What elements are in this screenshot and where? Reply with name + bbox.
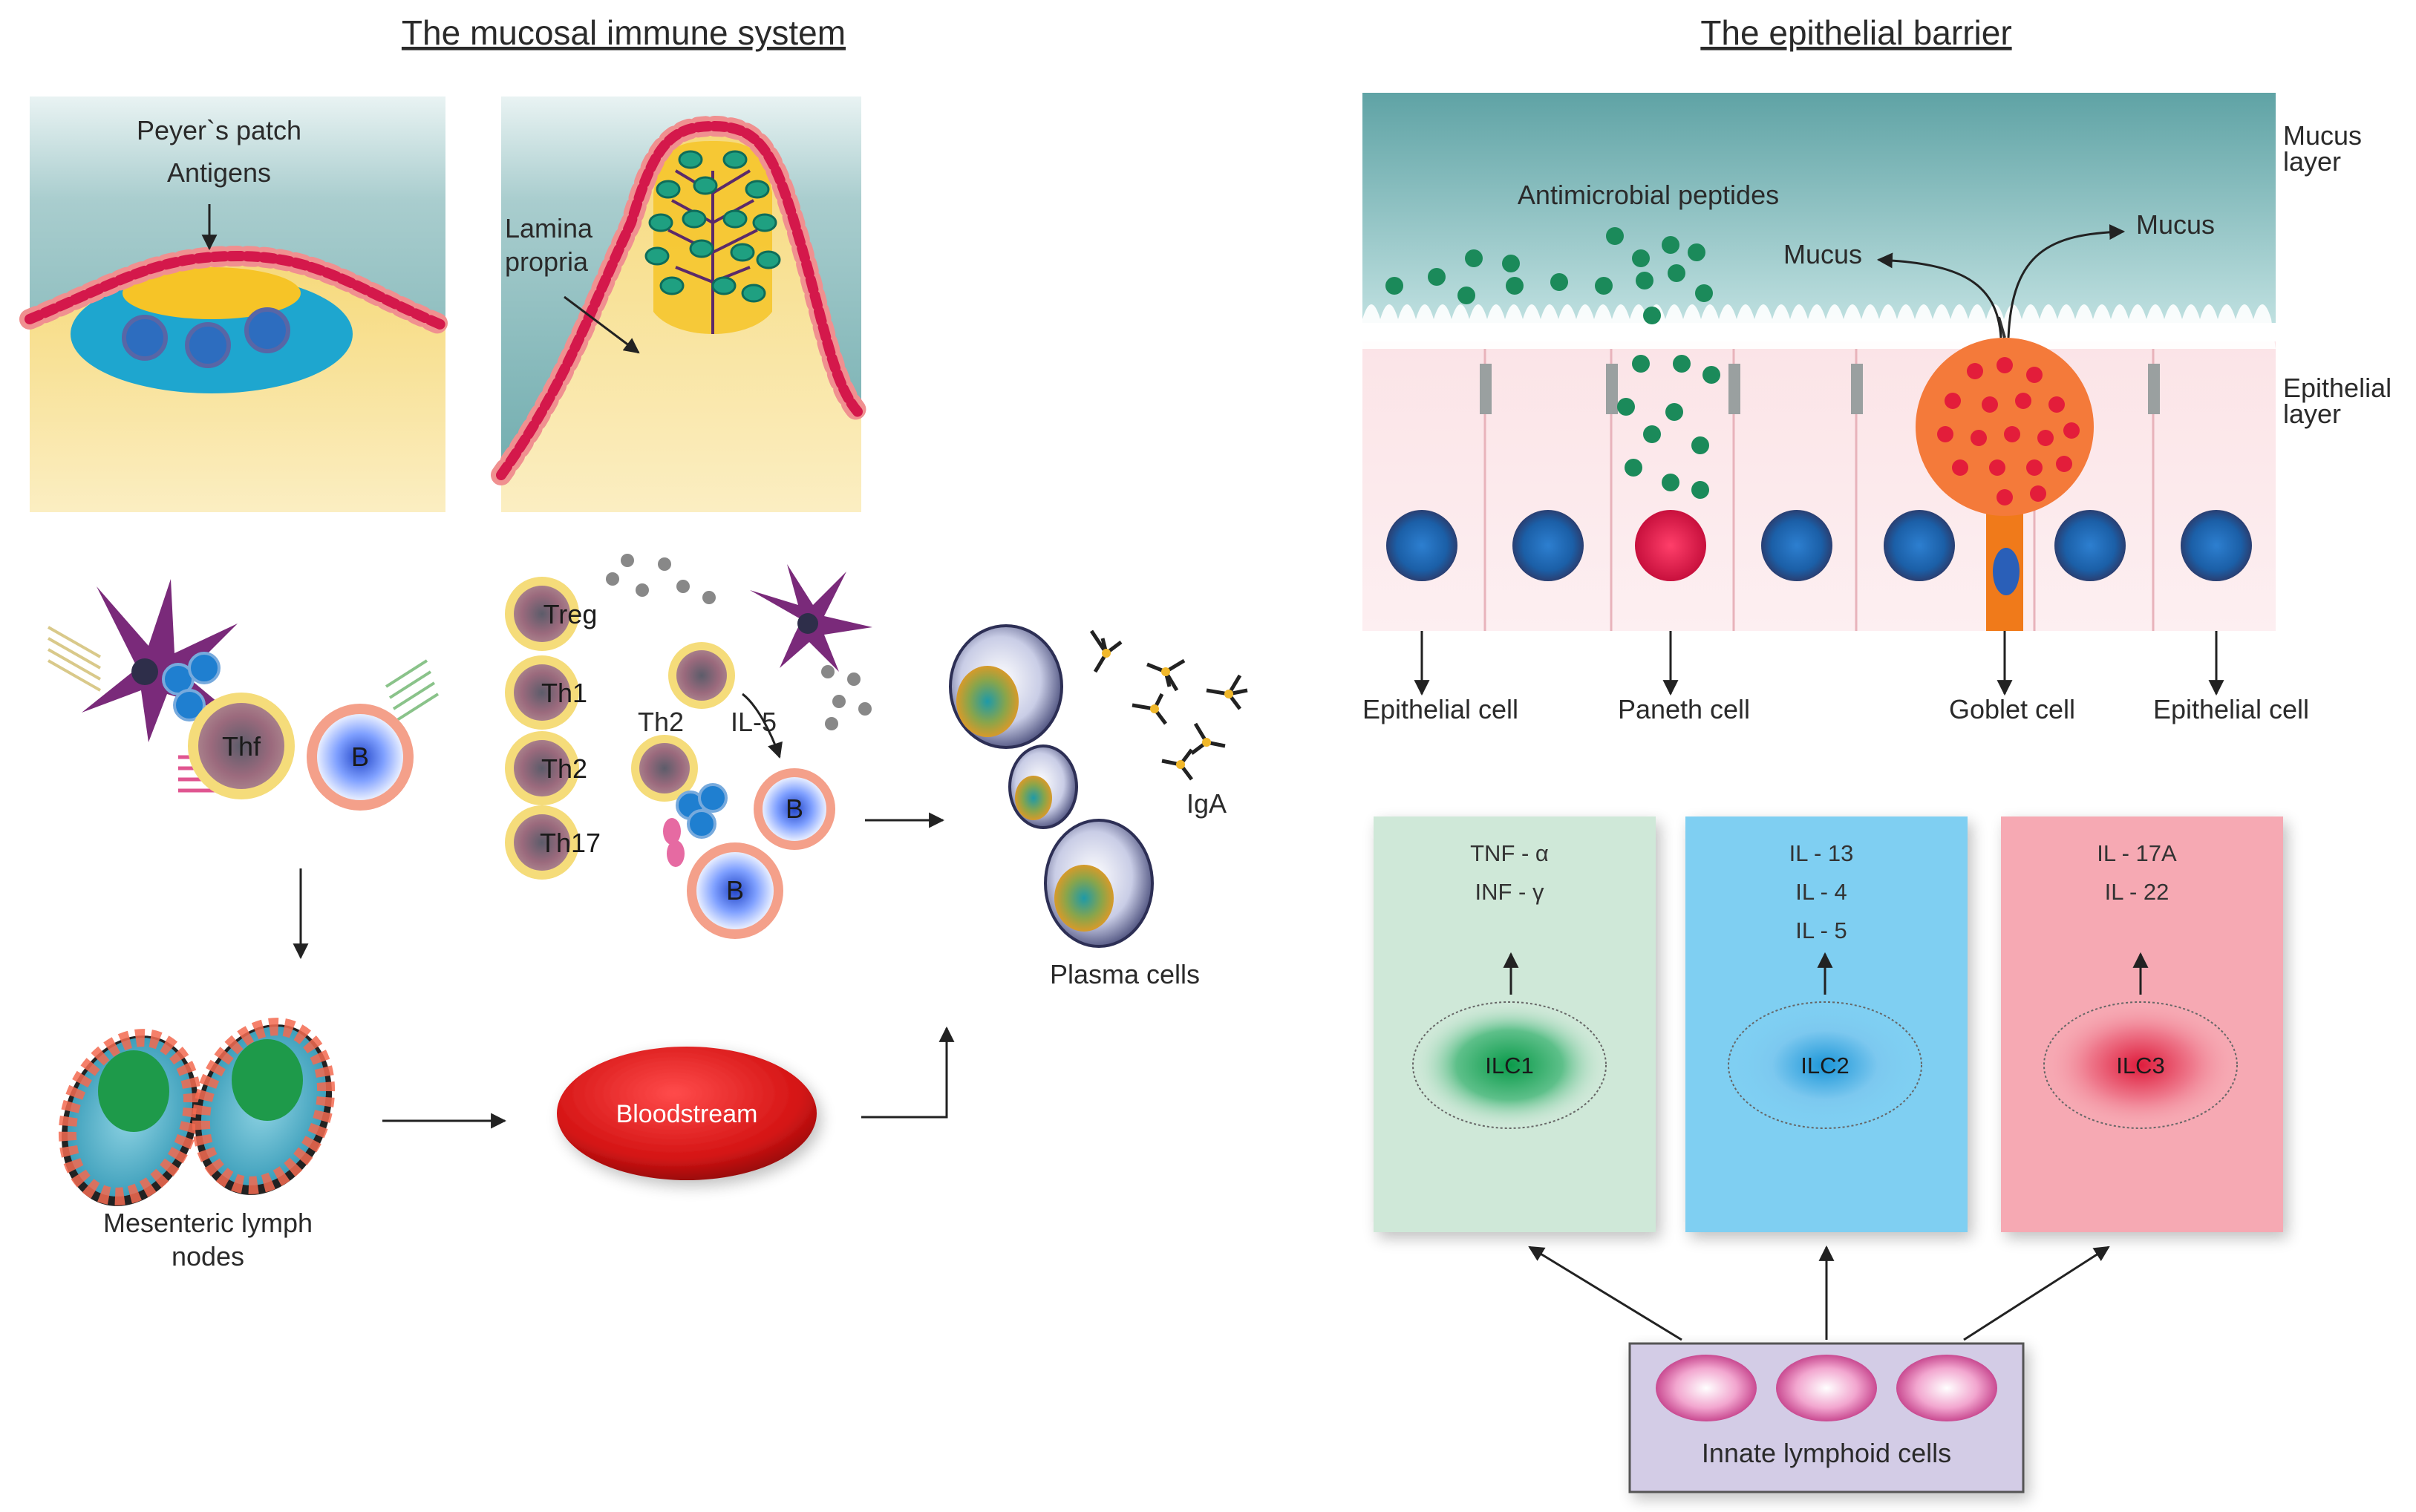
antigens-label: Antigens	[167, 157, 271, 188]
thf-label: Thf	[222, 731, 261, 762]
peyers-patch-label: Peyer`s patch	[137, 115, 301, 145]
b-label-3: B	[726, 875, 744, 906]
lamina-propria-panel: Lamina propria	[491, 96, 872, 512]
ilc3-cytokine-1: IL - 17A	[2097, 840, 2177, 866]
paneth-cell-label: Paneth cell	[1618, 694, 1750, 724]
antimicrobial-label: Antimicrobial peptides	[1518, 180, 1779, 210]
lamina-propria-label-1: Lamina	[505, 213, 593, 243]
epithelial-layer-label-2: layer	[2283, 399, 2341, 429]
ilc3-label: ILC3	[2116, 1053, 2164, 1079]
bloodstream-label: Bloodstream	[616, 1100, 758, 1128]
ilc2-cell	[1728, 1001, 1922, 1129]
mesenteric-lymph-nodes: Mesenteric lymph nodes	[58, 1018, 336, 1272]
mesenteric-label-2: nodes	[172, 1241, 244, 1272]
thf-b-interaction: Thf B	[48, 579, 440, 811]
iga-dots	[1102, 649, 1233, 769]
ilc2-cytokine-1: IL - 13	[1789, 840, 1854, 866]
iga-label: IgA	[1186, 788, 1227, 819]
antigen-dots	[606, 554, 872, 730]
ilc2-label: ILC2	[1800, 1053, 1849, 1079]
ilc3-cell	[2043, 1001, 2238, 1129]
epithelial-layer-label-1: Epithelial	[2283, 373, 2391, 403]
mucus-layer-label-1: Mucus	[2283, 120, 2362, 151]
th1-label: Th1	[541, 678, 587, 708]
lamina-propria-label-2: propria	[505, 246, 589, 277]
mucus-left-label: Mucus	[1783, 239, 1862, 269]
goblet-cell-label: Goblet cell	[1949, 694, 2075, 724]
epithelial-panel: Antimicrobial peptides Mucus Mucus	[1362, 93, 2276, 631]
epithelial-cell-label-1: Epithelial cell	[1362, 694, 1518, 724]
ilc1-cytokine-1: TNF - α	[1470, 840, 1549, 866]
ilc3-cytokine-2: IL - 22	[2105, 879, 2169, 905]
innate-lymphoid-cells	[1656, 1355, 1997, 1421]
th17-label: Th17	[540, 828, 601, 858]
ilc1-cell	[1412, 1001, 1607, 1129]
t-cell-subsets: Treg Th1 Th2 Th17	[505, 577, 601, 880]
antimicrobial-dots	[1385, 227, 1720, 499]
ilc2-cytokine-2: IL - 4	[1795, 879, 1847, 905]
mesenteric-label-1: Mesenteric lymph	[103, 1208, 313, 1238]
left-title: The mucosal immune system	[402, 13, 846, 52]
right-title: The epithelial barrier	[1700, 13, 2011, 52]
th2-label: Th2	[541, 753, 587, 784]
innate-lymphoid-cells-label: Innate lymphoid cells	[1702, 1438, 1951, 1468]
epithelial-cell-label-2: Epithelial cell	[2153, 694, 2309, 724]
th2-side-label: Th2	[638, 707, 684, 737]
ilc1-label: ILC1	[1485, 1053, 1533, 1079]
b-label-2: B	[786, 793, 803, 824]
goblet-granules	[1937, 357, 2080, 505]
peyers-patch-panel: Peyer`s patch Antigens	[19, 96, 456, 512]
ilc1-cytokine-2: INF - γ	[1475, 879, 1544, 905]
plasma-cells: Plasma cells	[949, 624, 1200, 989]
b-label-1: B	[351, 742, 369, 772]
bloodstream	[557, 1047, 817, 1180]
th2-b-interaction: Th2 IL-5 B B	[631, 642, 835, 939]
mucus-right-label: Mucus	[2136, 209, 2215, 240]
treg-label: Treg	[543, 599, 598, 629]
mucus-layer-label-2: layer	[2283, 146, 2341, 177]
plasma-cells-label: Plasma cells	[1050, 959, 1200, 989]
ilc2-cytokine-3: IL - 5	[1795, 917, 1847, 943]
iga-antibodies	[1089, 629, 1248, 781]
